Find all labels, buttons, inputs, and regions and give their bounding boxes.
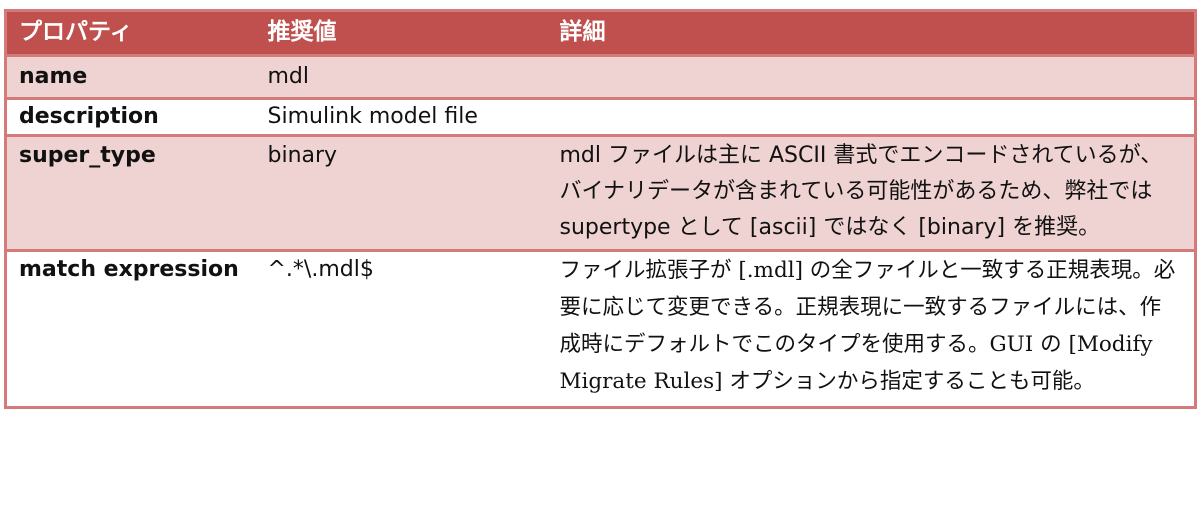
recommended-value: mdl — [255, 54, 548, 99]
details-text: ファイル拡張子が [.mdl] の全ファイルと一致する正規表現。必要に応じて変更… — [547, 249, 1196, 408]
properties-table: プロパティ 推奨値 詳細 name mdl description Simuli… — [4, 9, 1197, 409]
table-row: name mdl — [5, 54, 1196, 99]
details-text — [547, 54, 1196, 99]
recommended-value: Simulink model file — [255, 97, 548, 136]
property-name: name — [5, 54, 256, 99]
details-text — [547, 97, 1196, 136]
property-name: match expression — [5, 249, 256, 408]
header-property: プロパティ — [5, 10, 256, 56]
table-row: match expression ^.*\.mdl$ ファイル拡張子が [.md… — [5, 249, 1196, 408]
header-details: 詳細 — [547, 10, 1196, 56]
property-name: super_type — [5, 134, 256, 251]
table-row: description Simulink model file — [5, 97, 1196, 136]
header-recommended: 推奨値 — [255, 10, 548, 56]
recommended-value: ^.*\.mdl$ — [255, 249, 548, 408]
table-header-row: プロパティ 推奨値 詳細 — [5, 10, 1196, 56]
property-name: description — [5, 97, 256, 136]
details-text: mdl ファイルは主に ASCII 書式でエンコードされているが、バイナリデータ… — [547, 134, 1196, 251]
recommended-value: binary — [255, 134, 548, 251]
table-row: super_type binary mdl ファイルは主に ASCII 書式でエ… — [5, 134, 1196, 251]
